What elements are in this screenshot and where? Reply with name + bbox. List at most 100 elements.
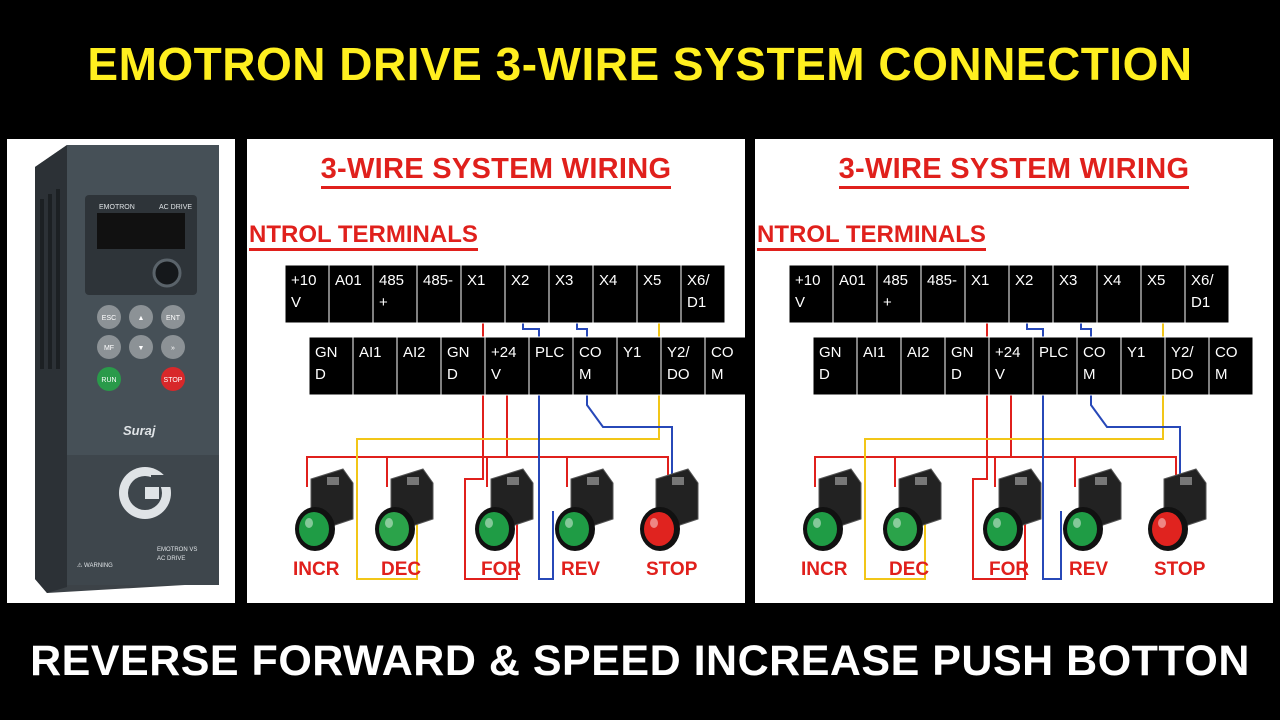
terminal-label: GN	[951, 344, 974, 361]
terminal-cell	[660, 336, 706, 396]
title-banner: EMOTRON DRIVE 3-WIRE SYSTEM CONNECTION	[0, 0, 1280, 128]
terminal-label: DO	[1171, 366, 1194, 383]
terminal-label: GN	[447, 344, 470, 361]
button-highlight	[893, 518, 901, 528]
terminal-cell	[416, 264, 462, 324]
drive-key-label: STOP	[164, 377, 183, 384]
terminal-label: CO	[579, 344, 602, 361]
terminal-label: 485-	[423, 272, 453, 289]
wire	[864, 323, 1164, 580]
push-button-dec: DEC	[883, 468, 942, 580]
terminal-cell	[788, 264, 834, 324]
terminal-label: +24	[491, 344, 516, 361]
button-highlight	[993, 518, 1001, 528]
push-button-stop: STOP	[640, 468, 699, 580]
wire	[356, 323, 660, 580]
terminal-label: X5	[643, 272, 661, 289]
drive-key-label: MF	[104, 345, 114, 352]
button-label: STOP	[646, 559, 698, 580]
terminal-cell	[396, 336, 442, 396]
push-button-stop: STOP	[1148, 468, 1207, 580]
terminal-label: V	[491, 366, 501, 383]
terminal-cell	[372, 264, 418, 324]
drive-key-label: ▼	[138, 345, 145, 352]
button-highlight	[650, 518, 658, 528]
terminal-label: X1	[467, 272, 485, 289]
drive-key	[161, 305, 185, 329]
wire	[576, 323, 673, 511]
speed-knob-icon	[152, 258, 182, 288]
drive-key	[97, 367, 121, 391]
wire	[972, 323, 1026, 580]
terminal-cell	[548, 264, 594, 324]
control-terminals-label: NTROL TERMINALS	[249, 221, 478, 251]
button-screw	[915, 477, 927, 485]
terminal-label: X2	[1015, 272, 1033, 289]
terminal-label: X3	[555, 272, 573, 289]
button-screw	[587, 477, 599, 485]
terminal-label: CO	[1083, 344, 1106, 361]
wire	[1010, 395, 1017, 458]
drive-warning: ⚠ WARNING	[77, 562, 113, 569]
button-screw	[407, 477, 419, 485]
terminal-label: V	[291, 294, 301, 311]
terminal-label: A01	[335, 272, 362, 289]
drive-key	[97, 335, 121, 359]
drive-key	[161, 335, 185, 359]
terminal-label: X6/	[687, 272, 710, 289]
button-label: STOP	[1154, 559, 1206, 580]
terminal-label: GN	[819, 344, 842, 361]
button-label: INCR	[801, 559, 848, 580]
push-button-dec: DEC	[375, 468, 434, 580]
terminal-cell	[1120, 336, 1166, 396]
wires	[306, 323, 673, 580]
terminal-label: D	[447, 366, 458, 383]
terminal-label: 485	[379, 272, 404, 289]
terminal-label: +	[883, 294, 892, 311]
push-button-for: FOR	[475, 468, 534, 580]
drive-key-label: RUN	[101, 377, 116, 384]
terminal-cell	[1076, 336, 1122, 396]
terminal-label: X4	[599, 272, 617, 289]
drive-key-label: ▲	[138, 315, 145, 322]
terminal-label: D	[315, 366, 326, 383]
terminal-label: PLC	[535, 344, 564, 361]
terminal-label: DO	[667, 366, 690, 383]
drive-key	[97, 305, 121, 329]
button-highlight	[1158, 518, 1166, 528]
terminal-cell	[832, 264, 878, 324]
terminal-label: X3	[1059, 272, 1077, 289]
drive-key	[129, 305, 153, 329]
terminal-label: V	[795, 294, 805, 311]
drive-key	[161, 367, 185, 391]
terminal-label: GN	[315, 344, 338, 361]
button-cap-icon	[559, 512, 589, 546]
drive-key-label: ENT	[166, 315, 181, 322]
button-label: REV	[1069, 559, 1108, 580]
terminal-label: X1	[971, 272, 989, 289]
terminal-cell	[328, 264, 374, 324]
button-screw	[1095, 477, 1107, 485]
terminal-cell	[1096, 264, 1142, 324]
page-caption: REVERSE FORWARD & SPEED INCREASE PUSH BO…	[30, 636, 1250, 685]
button-cap-icon	[299, 512, 329, 546]
terminal-label: D	[819, 366, 830, 383]
terminal-label: D1	[687, 294, 706, 311]
terminal-label: PLC	[1039, 344, 1068, 361]
terminal-label: X6/	[1191, 272, 1214, 289]
terminal-cell	[900, 336, 946, 396]
terminal-cell	[308, 336, 354, 396]
button-screw	[327, 477, 339, 485]
terminal-cell	[964, 264, 1010, 324]
button-label: FOR	[989, 559, 1029, 580]
terminal-label: D	[951, 366, 962, 383]
button-highlight	[1073, 518, 1081, 528]
button-cap-icon	[644, 512, 674, 546]
push-button-for: FOR	[983, 468, 1042, 580]
terminal-label: Y1	[1127, 344, 1145, 361]
wiring-panel-2: 3-WIRE SYSTEM WIRING NTROL TERMINALS +10…	[752, 136, 1276, 606]
terminal-label: V	[995, 366, 1005, 383]
button-highlight	[813, 518, 821, 528]
terminal-label: M	[1215, 366, 1228, 383]
